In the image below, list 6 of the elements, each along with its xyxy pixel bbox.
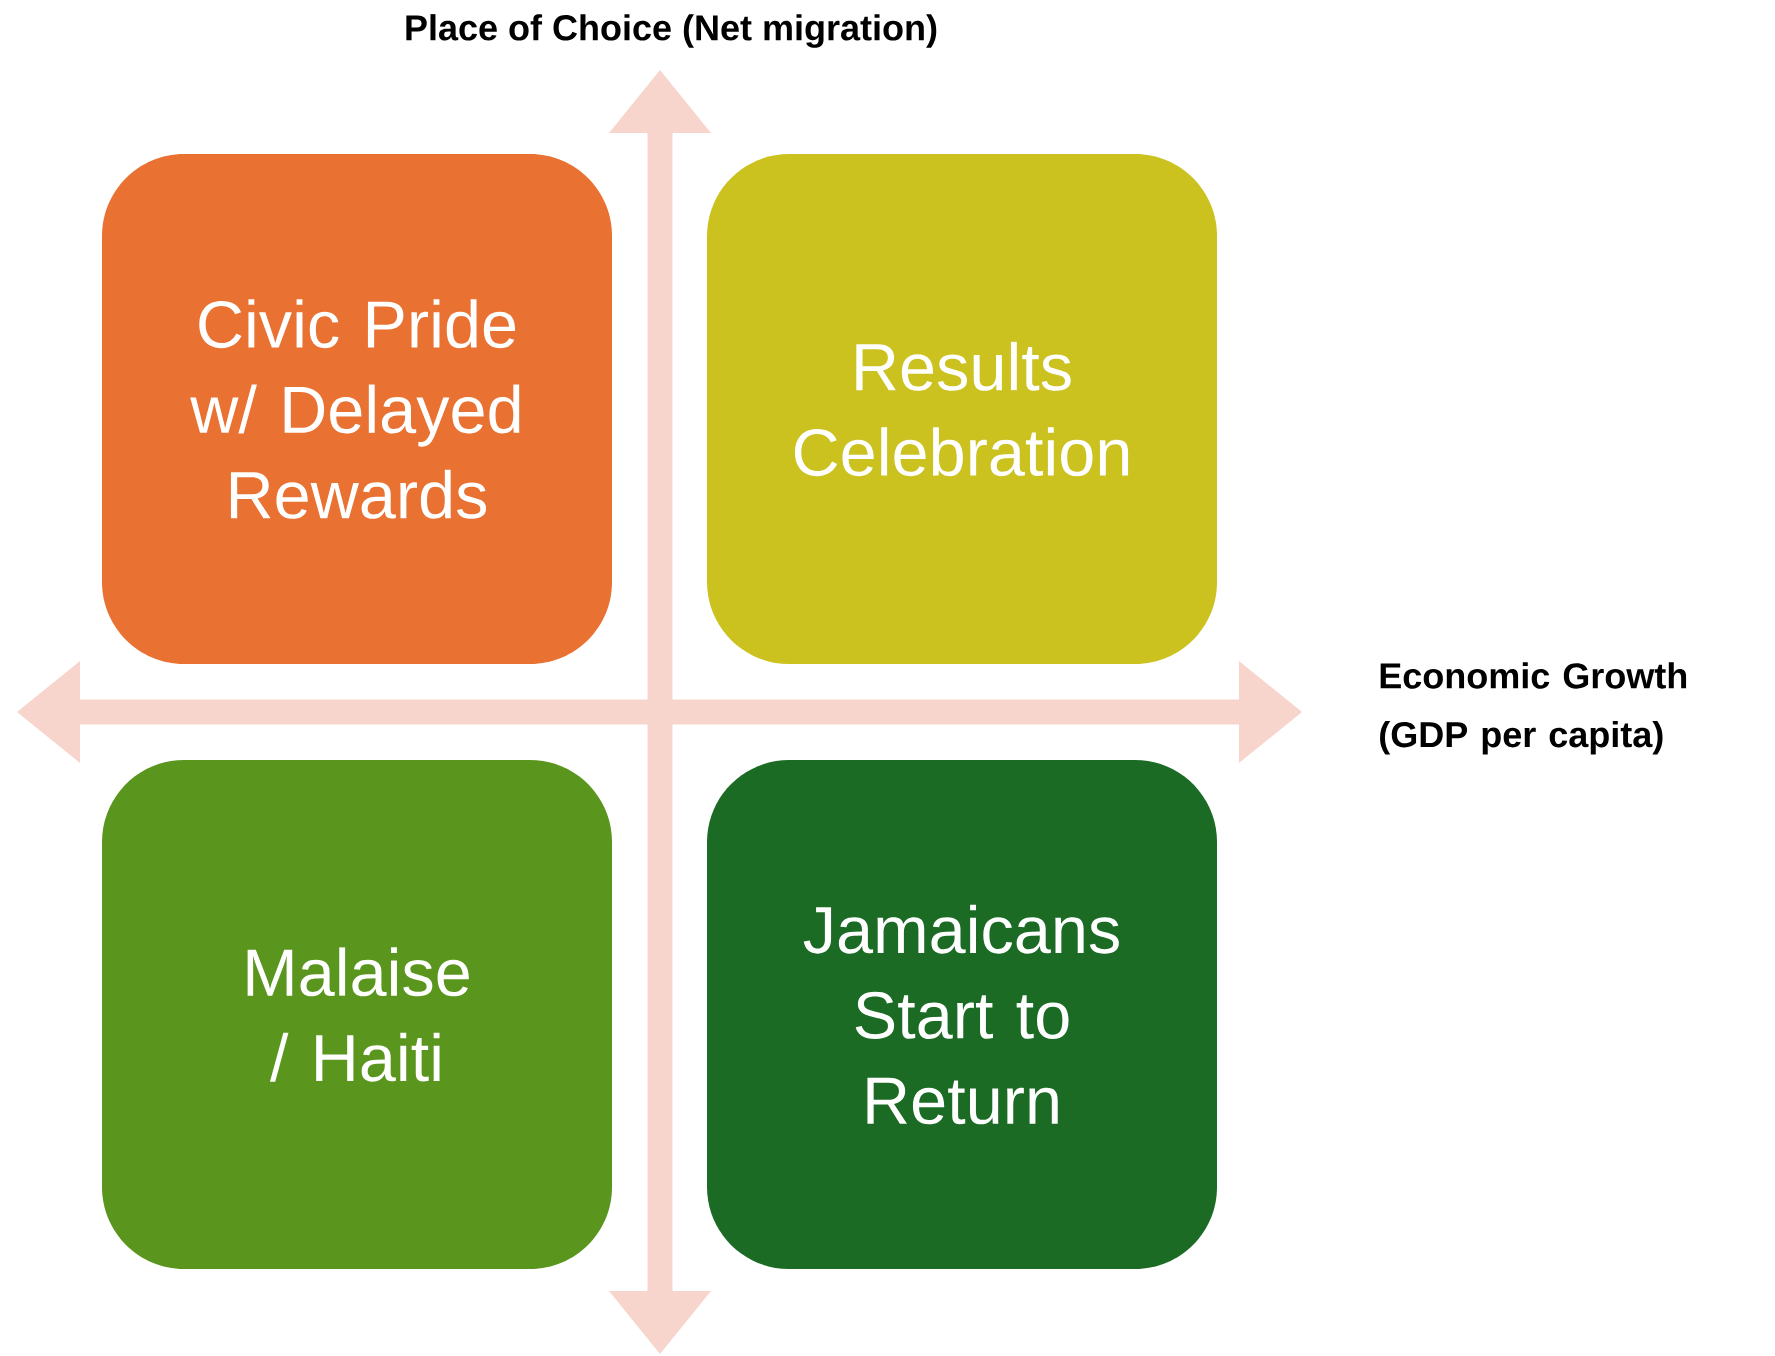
quadrant-box: Civic Pride w/ Delayed Rewards bbox=[102, 154, 612, 664]
axis-title: Place of Choice (Net migration) bbox=[406, 14, 937, 48]
quadrant-box: Malaise / Haiti bbox=[102, 760, 612, 1269]
quadrant-box: Results Celebration bbox=[707, 154, 1217, 664]
quadrant-box: Jamaicans Start to Return bbox=[707, 760, 1217, 1269]
axis-title: Economic Growth (GDP per capita) bbox=[1380, 662, 1687, 755]
